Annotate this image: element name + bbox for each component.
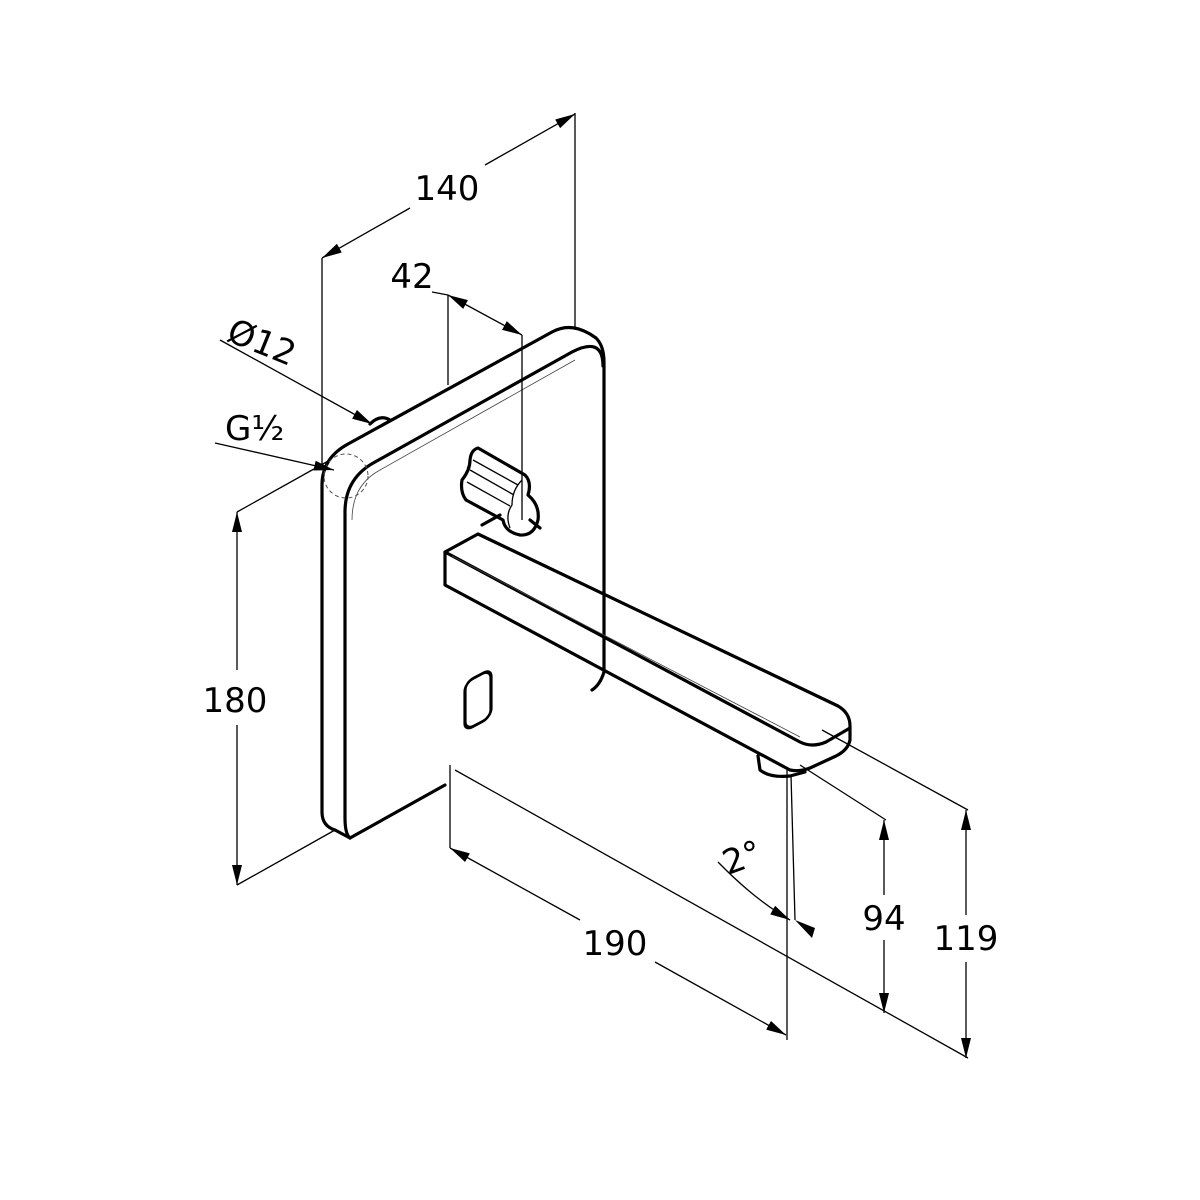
wall-plate — [320, 325, 606, 840]
dim-label-180: 180 — [203, 681, 268, 721]
dim-label-140: 140 — [415, 169, 480, 209]
dimension-thread: G½ — [214, 409, 335, 471]
dimension-42: 42 — [390, 257, 523, 520]
inlet-hidden-circle — [323, 453, 369, 499]
dimension-diameter: Ø12 — [219, 311, 373, 425]
sensor-window-icon — [463, 670, 493, 730]
dim-label-42: 42 — [390, 257, 433, 297]
dim-label-119: 119 — [934, 919, 999, 959]
control-knob — [459, 446, 542, 537]
dim-label-thread: G½ — [225, 409, 284, 449]
dimension-angle: 2° — [717, 774, 815, 938]
spout — [443, 532, 852, 778]
dim-label-diameter: Ø12 — [222, 311, 302, 374]
dimension-190: 190 — [449, 765, 788, 1040]
dimension-180: 180 — [203, 459, 336, 886]
dim-label-94: 94 — [862, 899, 905, 939]
dimension-119: 119 — [454, 729, 999, 1059]
dim-label-angle: 2° — [717, 833, 767, 884]
dimension-94: 94 — [799, 764, 906, 1013]
dimension-140: 140 — [321, 113, 576, 470]
dim-label-190: 190 — [583, 924, 648, 964]
